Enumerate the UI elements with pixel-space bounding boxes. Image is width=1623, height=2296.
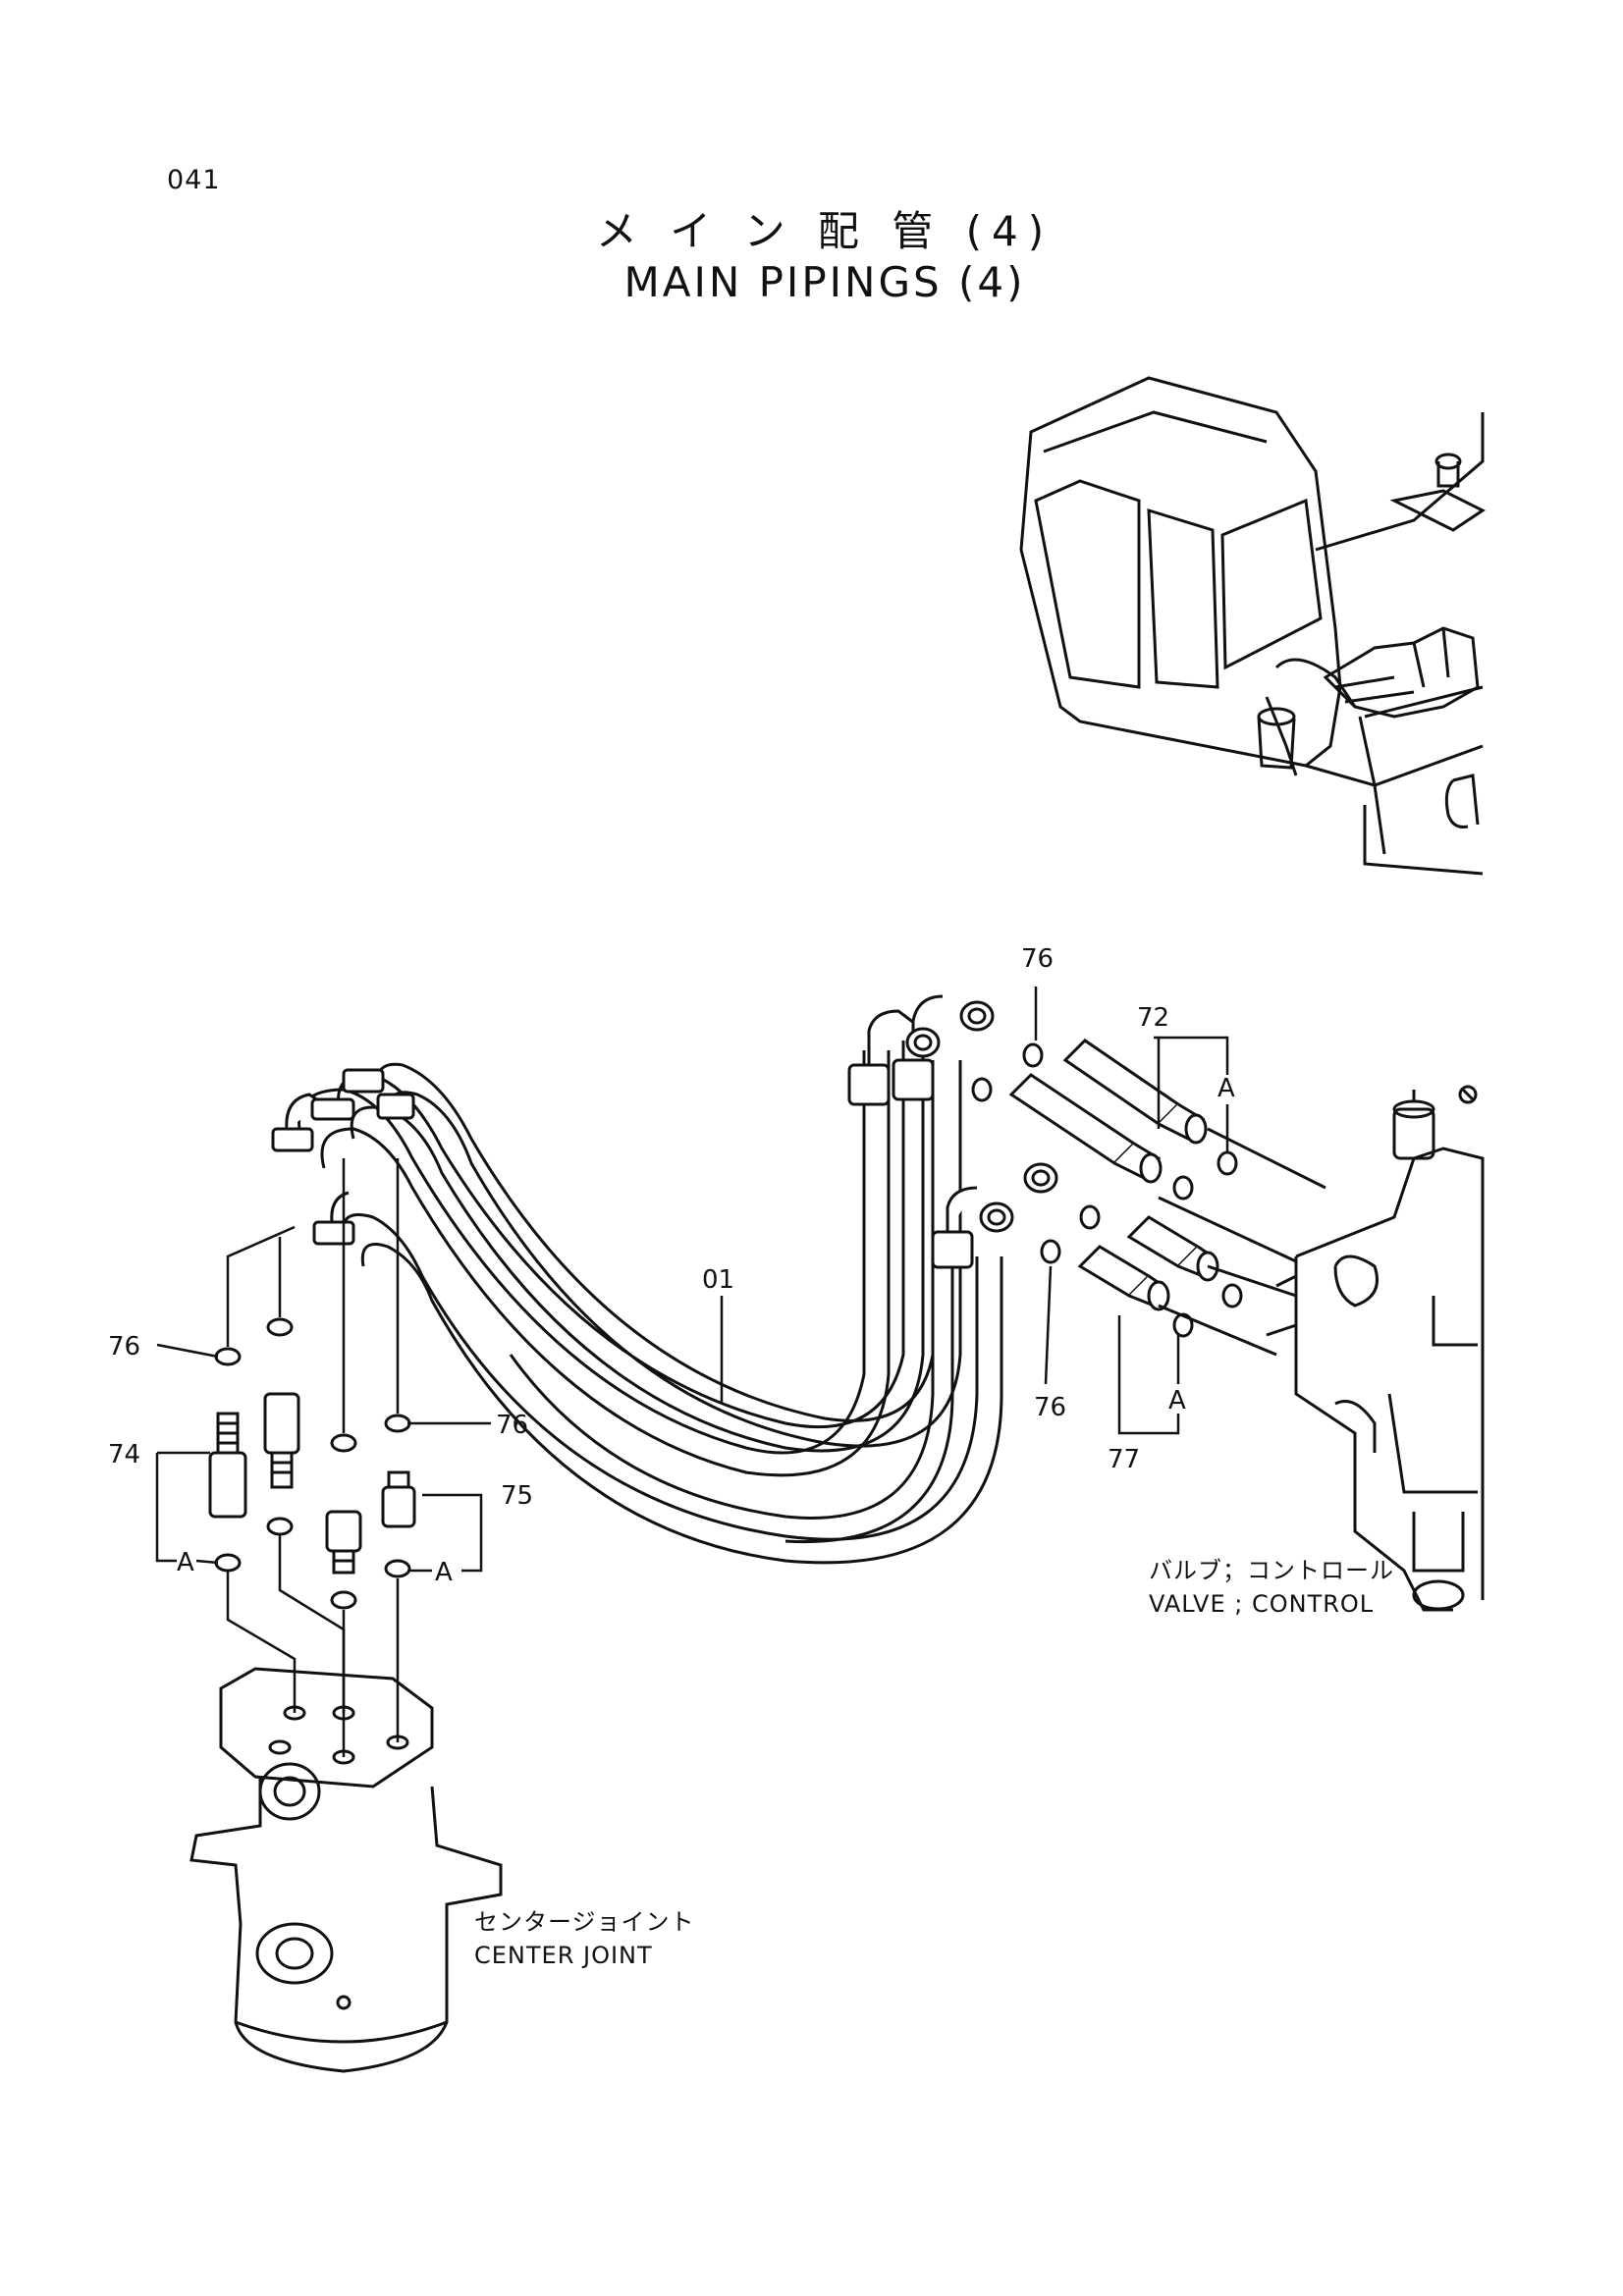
callout-76-mid: 76: [496, 1411, 528, 1440]
callout-a-right: A: [1168, 1386, 1186, 1415]
callouts: 76 72 A 01 76 A 77 76 74 A 76 75 A: [108, 944, 1235, 1587]
callout-76-top: 76: [1021, 944, 1054, 974]
captions: バルブ；コントロール VALVE ; CONTROL センタージョイント CEN…: [474, 1557, 1394, 1969]
callout-75: 75: [501, 1481, 533, 1511]
title-japanese: メ イ ン 配 管 (4): [595, 207, 1055, 255]
hose-fittings: [271, 994, 1058, 1269]
valve-caption-english: VALVE ; CONTROL: [1149, 1590, 1374, 1618]
callout-01: 01: [702, 1265, 734, 1295]
control-valve: [1158, 1085, 1485, 1612]
callout-72: 72: [1137, 1003, 1169, 1033]
leader-lines: [155, 987, 1229, 1757]
joint-caption-english: CENTER JOINT: [474, 1942, 653, 1969]
callout-a-top: A: [1217, 1074, 1235, 1103]
joint-caption-japanese: センタージョイント: [474, 1908, 695, 1936]
page-number: 041: [167, 165, 221, 195]
adapters-left: [208, 1317, 416, 1610]
callout-76-left: 76: [108, 1332, 140, 1362]
title-block: メ イ ン 配 管 (4) MAIN PIPINGS (4): [569, 206, 1080, 308]
callout-77: 77: [1108, 1445, 1140, 1474]
callout-76-right: 76: [1034, 1393, 1066, 1422]
callout-74: 74: [108, 1440, 140, 1469]
valve-caption-japanese: バルブ；コントロール: [1149, 1557, 1394, 1584]
center-joint: [189, 1667, 503, 2073]
callout-a-left2: A: [435, 1558, 453, 1587]
excavator-overview: [1019, 376, 1486, 876]
adapters-right: [971, 1039, 1243, 1338]
title-english: MAIN PIPINGS (4): [623, 258, 1026, 306]
callout-a-left1: A: [177, 1548, 194, 1577]
